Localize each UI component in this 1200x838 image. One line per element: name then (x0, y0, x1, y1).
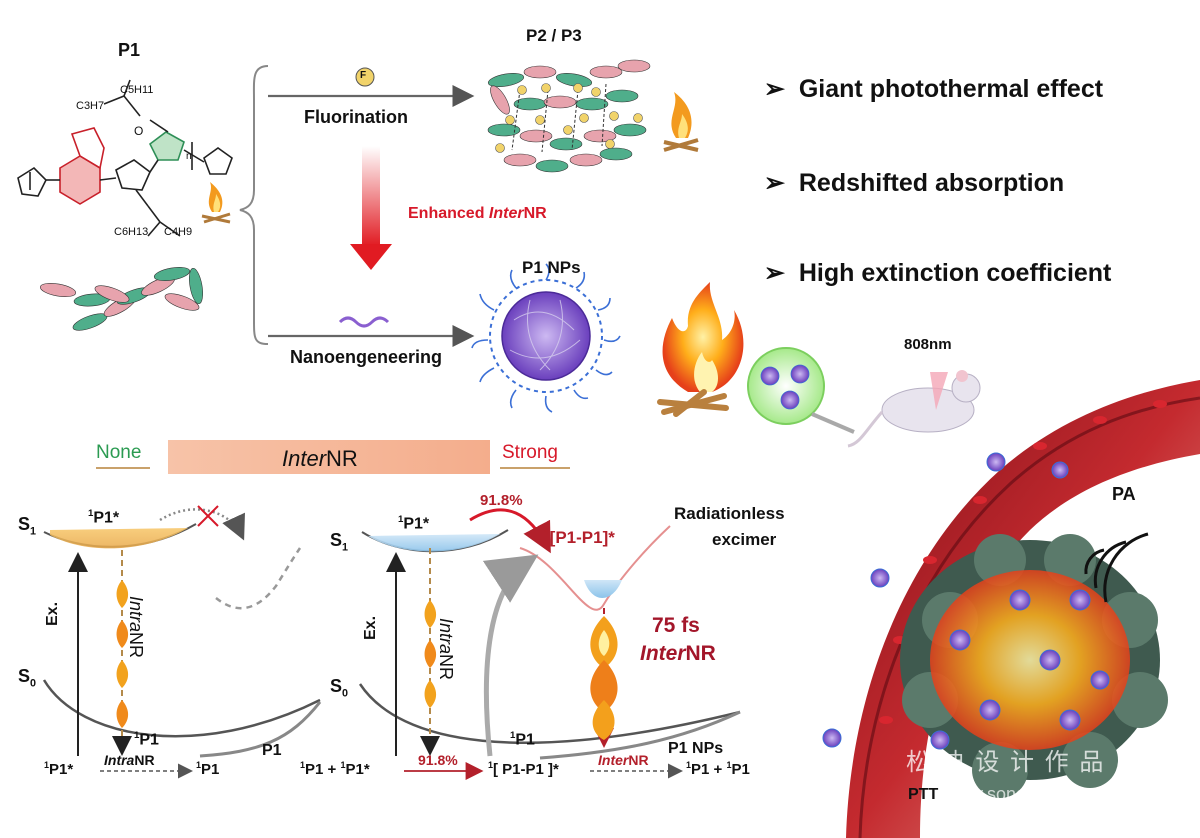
pa-signal-waves (1084, 532, 1149, 603)
right-ex-label: Ex. (362, 615, 379, 640)
right-equation-end: 1P1 + 1P1 (686, 760, 750, 778)
left-equation-start: 1P1* (44, 760, 74, 778)
left-intranr-label: IntraNR (126, 596, 146, 659)
small-fire-icon (201, 182, 231, 224)
left-equation-end: 1P1 (196, 760, 220, 778)
fluorine-badge-circle (355, 67, 375, 87)
np-injection-bubble (747, 347, 855, 434)
chem-c4h9: C4H9 (164, 226, 193, 238)
p1-label: P1 (118, 40, 141, 60)
excimer-label: excimer (712, 530, 777, 549)
medium-fire-icon (663, 92, 699, 152)
laser-wavelength-label: 808nm (904, 336, 952, 353)
fs-label: 75 fs (652, 614, 700, 637)
right-excited-state: 1P1* (398, 514, 430, 533)
enhanced-internr-label: Enhanced InterNR (408, 205, 547, 222)
internr-scale-bar (168, 440, 490, 474)
right-equation-percent: 91.8% (418, 752, 458, 768)
right-equation-start: 1P1 + 1P1* (300, 760, 370, 778)
left-ground-state: 1P1 (134, 730, 159, 749)
right-energy-diagram (358, 508, 741, 760)
left-s0-label: S0 (18, 666, 37, 690)
p1-chemical-structure (17, 79, 233, 237)
left-diagram-name: P1 (262, 742, 282, 759)
p1nps-label: P1 NPs (522, 258, 581, 277)
bullet-arrow-icon: ➢ (764, 259, 785, 287)
nanoengineering-label: Nanoengeneering (290, 347, 443, 367)
right-diagram-name: P1 NPs (668, 740, 724, 757)
bullet-arrow-icon: ➢ (764, 169, 785, 197)
chem-c5h11: C5H11 (120, 84, 154, 96)
left-s1-label: S1 (18, 514, 37, 538)
scale-none-label: None (96, 442, 142, 463)
branch-brace (239, 65, 269, 345)
scale-strong-label: Strong (502, 442, 558, 463)
bullet-2: ➢ Redshifted absorption (764, 169, 1065, 197)
big-fire-icon (657, 282, 744, 417)
ptt-label: PTT (908, 786, 939, 803)
chem-c3h7: C3H7 (76, 100, 105, 112)
laser-beam (930, 372, 948, 410)
transfer-percent: 91.8% (480, 492, 523, 509)
chem-oxygen: O (134, 124, 144, 138)
watermark-url: www.sondii.com (944, 784, 1074, 804)
p2p3-label: P2 / P3 (526, 26, 582, 45)
tumor-mass (900, 534, 1168, 798)
fluorination-label: Fluorination (304, 107, 408, 127)
p1-polymer-chain (39, 267, 203, 331)
left-excited-state: 1P1* (88, 508, 120, 527)
polymer-squiggle (338, 316, 390, 328)
enhanced-internr-arrow (350, 146, 392, 270)
right-s0-label: S0 (330, 676, 349, 700)
chem-c6h13: C6H13 (114, 226, 149, 238)
right-s1-label: S1 (330, 530, 349, 554)
right-intranr-label: IntraNR (436, 618, 456, 681)
pa-label: PA (1112, 484, 1136, 504)
right-internr-label: InterNR (640, 642, 716, 665)
p1-nanoparticle (471, 263, 621, 413)
excimer-state: 1[P1-P1]* (544, 528, 615, 547)
bullet-arrow-icon: ➢ (764, 75, 785, 103)
left-ex-label: Ex. (44, 601, 61, 626)
right-ground-state: 1P1 (510, 730, 535, 749)
radiationless-label: Radiationless (674, 504, 785, 523)
right-equation-arrow-label: InterNR (598, 752, 649, 768)
right-equation-excimer: 1[ P1-P1 ]* (488, 760, 559, 778)
left-equation-arrow-label: IntraNR (104, 752, 155, 768)
left-energy-diagram (42, 505, 322, 758)
bullet-1: ➢ Giant photothermal effect (764, 75, 1104, 103)
scale-title: InterNR (282, 446, 358, 471)
bullet-3: ➢ High extinction coefficient (764, 259, 1112, 287)
watermark-chinese: 松 迪 设 计 作 品 (906, 749, 1106, 776)
mouse-illustration (847, 370, 981, 448)
chem-n-subscript: n (186, 151, 192, 162)
fluorine-badge-label: F (360, 70, 367, 81)
p2p3-stacked-chains (487, 59, 651, 173)
